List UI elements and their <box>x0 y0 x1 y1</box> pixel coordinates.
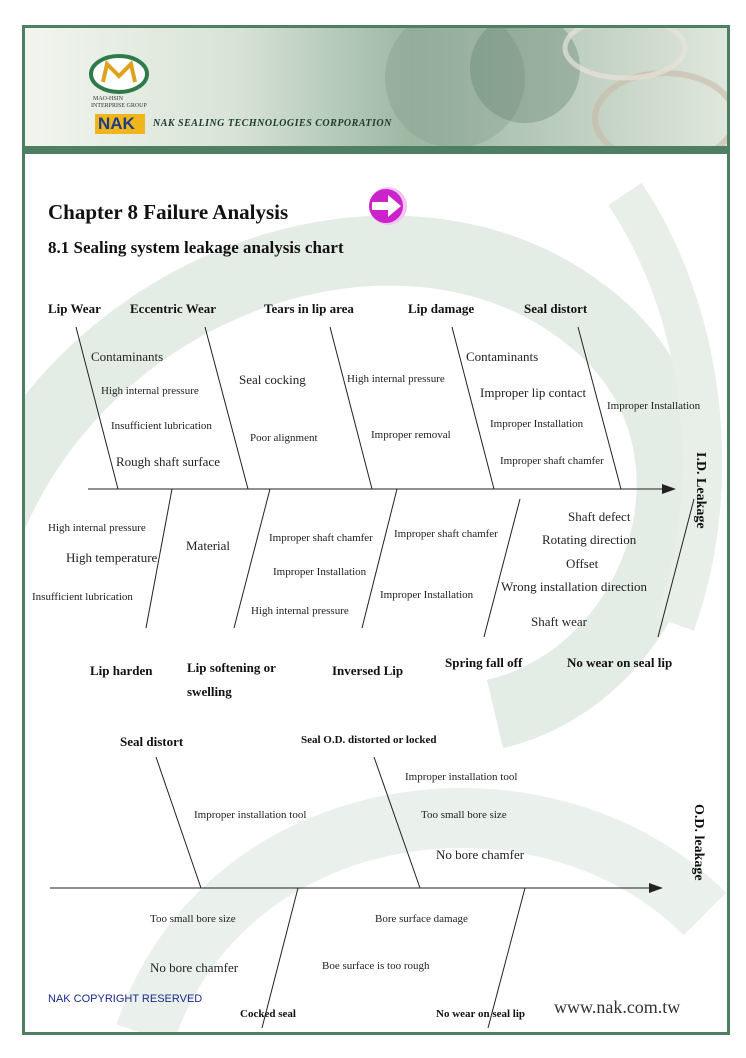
cause-label: Improper Installation <box>490 418 584 430</box>
nak-logo: NAK <box>95 114 145 134</box>
cause-label: Too small bore size <box>421 809 507 821</box>
cause-label: Bore surface damage <box>375 913 468 925</box>
cause-label: Contaminants <box>466 349 539 364</box>
cause-label: Insufficient lubrication <box>111 420 212 432</box>
cat-lip-harden: Lip harden <box>90 663 153 678</box>
effect-od-leakage: O.D. leakage <box>691 804 706 881</box>
cat-lip-wear: Lip Wear <box>48 301 101 316</box>
cause-label: Improper Installation <box>273 566 367 578</box>
cat-seal-distort: Seal distort <box>524 301 588 316</box>
website-link[interactable]: www.nak.com.tw <box>554 997 681 1017</box>
cat-cocked-seal: Cocked seal <box>240 1008 296 1020</box>
cause-label: High temperature <box>66 550 158 565</box>
company-name: NAK SEALING TECHNOLOGIES CORPORATION <box>153 118 392 129</box>
header-stripe <box>25 146 727 154</box>
cat-od-seal-distort: Seal distort <box>120 734 184 749</box>
cause-label: Offset <box>566 556 599 571</box>
cause-label: Boe surface is too rough <box>322 960 430 972</box>
cause-label: No bore chamfer <box>436 847 525 862</box>
cause-label: Rotating direction <box>542 532 637 547</box>
brand-line-1: MAO-HSIN <box>93 96 123 102</box>
header-banner: MAO-HSIN INTERPRISE GROUP NAK NAK SEALIN… <box>25 28 727 154</box>
cat-od-locked: Seal O.D. distorted or locked <box>301 734 437 746</box>
cause-label: High internal pressure <box>251 605 349 617</box>
cause-label: Improper shaft chamfer <box>500 455 604 467</box>
cause-label: Improper installation tool <box>194 809 307 821</box>
cause-label: Poor alignment <box>250 432 318 444</box>
cause-label: High internal pressure <box>101 385 199 397</box>
cause-label: High internal pressure <box>48 522 146 534</box>
cause-label: Insufficient lubrication <box>32 591 133 603</box>
cause-label: Rough shaft surface <box>116 454 220 469</box>
cat-lip-softening: Lip softening or <box>187 660 276 675</box>
cause-label: Improper Installation <box>380 589 474 601</box>
cause-label: Improper installation tool <box>405 771 518 783</box>
company-logo <box>89 54 149 94</box>
cause-label: Seal cocking <box>239 372 306 387</box>
cause-label: Improper shaft chamfer <box>394 528 498 540</box>
cat-tears: Tears in lip area <box>264 301 354 316</box>
header-decoration <box>385 28 727 154</box>
cat-eccentric-wear: Eccentric Wear <box>130 301 217 316</box>
cause-label: Contaminants <box>91 349 164 364</box>
effect-id-leakage: I.D. Leakage <box>693 452 708 529</box>
cat-spring-fall-off: Spring fall off <box>445 655 523 670</box>
cause-label: Too small bore size <box>150 913 236 925</box>
cause-label: Wrong installation direction <box>501 579 648 594</box>
brand-line-2: INTERPRISE GROUP <box>91 103 147 109</box>
copyright-notice: NAK COPYRIGHT RESERVED <box>48 993 203 1005</box>
cat-od-no-wear: No wear on seal lip <box>436 1008 526 1020</box>
cat-inversed-lip: Inversed Lip <box>332 663 404 678</box>
section-title: 8.1 Sealing system leakage analysis char… <box>48 238 344 257</box>
cause-label: Improper lip contact <box>480 385 587 400</box>
cat-lip-softening-2: swelling <box>187 684 232 699</box>
cause-label: Improper Installation <box>607 400 701 412</box>
arrow-right-icon[interactable] <box>364 184 410 228</box>
cause-label: Improper shaft chamfer <box>269 532 373 544</box>
cat-lip-damage: Lip damage <box>408 301 475 316</box>
cause-label: Shaft wear <box>531 614 587 629</box>
cause-label: Improper removal <box>371 429 451 441</box>
cause-label: Material <box>186 538 231 553</box>
cause-label: Shaft defect <box>568 509 631 524</box>
nak-logo-text: NAK <box>98 114 135 133</box>
cat-no-wear: No wear on seal lip <box>567 655 673 670</box>
cause-label: High internal pressure <box>347 373 445 385</box>
chapter-title: Chapter 8 Failure Analysis <box>48 200 289 224</box>
cause-label: No bore chamfer <box>150 960 239 975</box>
